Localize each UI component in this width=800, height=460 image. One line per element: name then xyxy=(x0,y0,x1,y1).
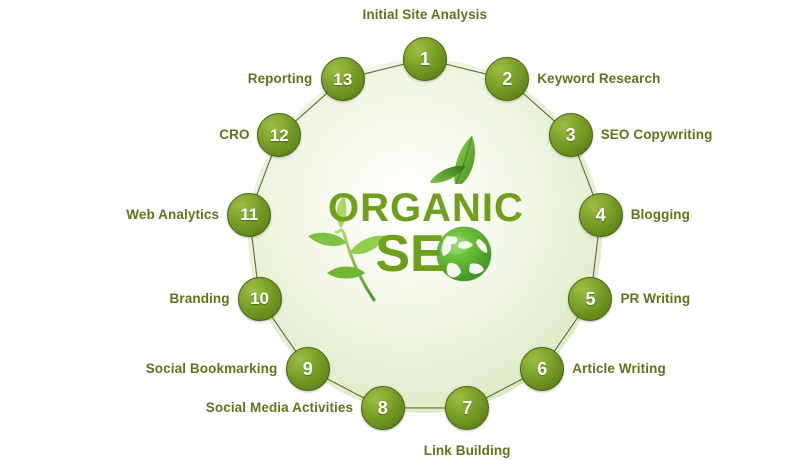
step-node-4[interactable]: 4 xyxy=(578,192,623,237)
step-node-12[interactable]: 12 xyxy=(257,113,302,158)
ring-background-disc xyxy=(248,59,602,413)
step-label-11: Web Analytics xyxy=(126,206,220,222)
step-label-7: Link Building xyxy=(423,442,511,458)
step-label-9: Social Bookmarking xyxy=(145,360,278,376)
step-label-13: Reporting xyxy=(247,71,313,87)
logo-artwork xyxy=(308,135,492,302)
step-node-2[interactable]: 2 xyxy=(485,57,530,102)
step-node-3[interactable]: 3 xyxy=(548,113,593,158)
step-node-9[interactable]: 9 xyxy=(285,346,330,391)
vine-sprig-icon xyxy=(308,196,386,302)
step-label-4: Blogging xyxy=(630,206,690,222)
globe-icon xyxy=(436,226,492,282)
step-node-6[interactable]: 6 xyxy=(520,346,565,391)
step-number: 8 xyxy=(377,397,388,418)
step-number: 9 xyxy=(302,358,313,379)
step-label-2: Keyword Research xyxy=(537,71,661,87)
leaf-pair-icon xyxy=(430,135,475,185)
center-logo: ORGANIC SE xyxy=(286,150,566,300)
step-number: 13 xyxy=(333,69,353,89)
logo-word-seo: SE xyxy=(375,225,445,283)
step-label-6: Article Writing xyxy=(572,360,666,376)
step-number: 12 xyxy=(269,125,289,145)
step-label-12: CRO xyxy=(219,127,250,143)
step-label-1: Initial Site Analysis xyxy=(362,7,488,22)
step-number: 11 xyxy=(240,205,259,225)
logo-word-organic: ORGANIC xyxy=(328,186,524,230)
step-number: 5 xyxy=(585,288,596,309)
step-number: 7 xyxy=(462,397,473,418)
step-label-8: Social Media Activities xyxy=(205,399,354,415)
step-label-3: SEO Copywriting xyxy=(600,127,713,143)
step-number: 3 xyxy=(565,125,576,146)
step-node-1[interactable]: 1 xyxy=(403,37,447,81)
step-node-7[interactable]: 7 xyxy=(445,385,490,430)
step-number: 6 xyxy=(537,358,548,379)
step-label-5: PR Writing xyxy=(620,290,691,306)
step-number: 2 xyxy=(502,69,513,90)
step-node-11[interactable]: 11 xyxy=(227,192,272,237)
step-number: 4 xyxy=(595,204,606,225)
step-label-10: Branding xyxy=(169,290,230,306)
step-node-5[interactable]: 5 xyxy=(568,276,613,321)
step-number: 1 xyxy=(419,49,430,69)
step-node-13[interactable]: 13 xyxy=(320,57,365,102)
step-node-10[interactable]: 10 xyxy=(237,276,282,321)
step-node-8[interactable]: 8 xyxy=(360,385,405,430)
step-number: 10 xyxy=(250,289,269,309)
